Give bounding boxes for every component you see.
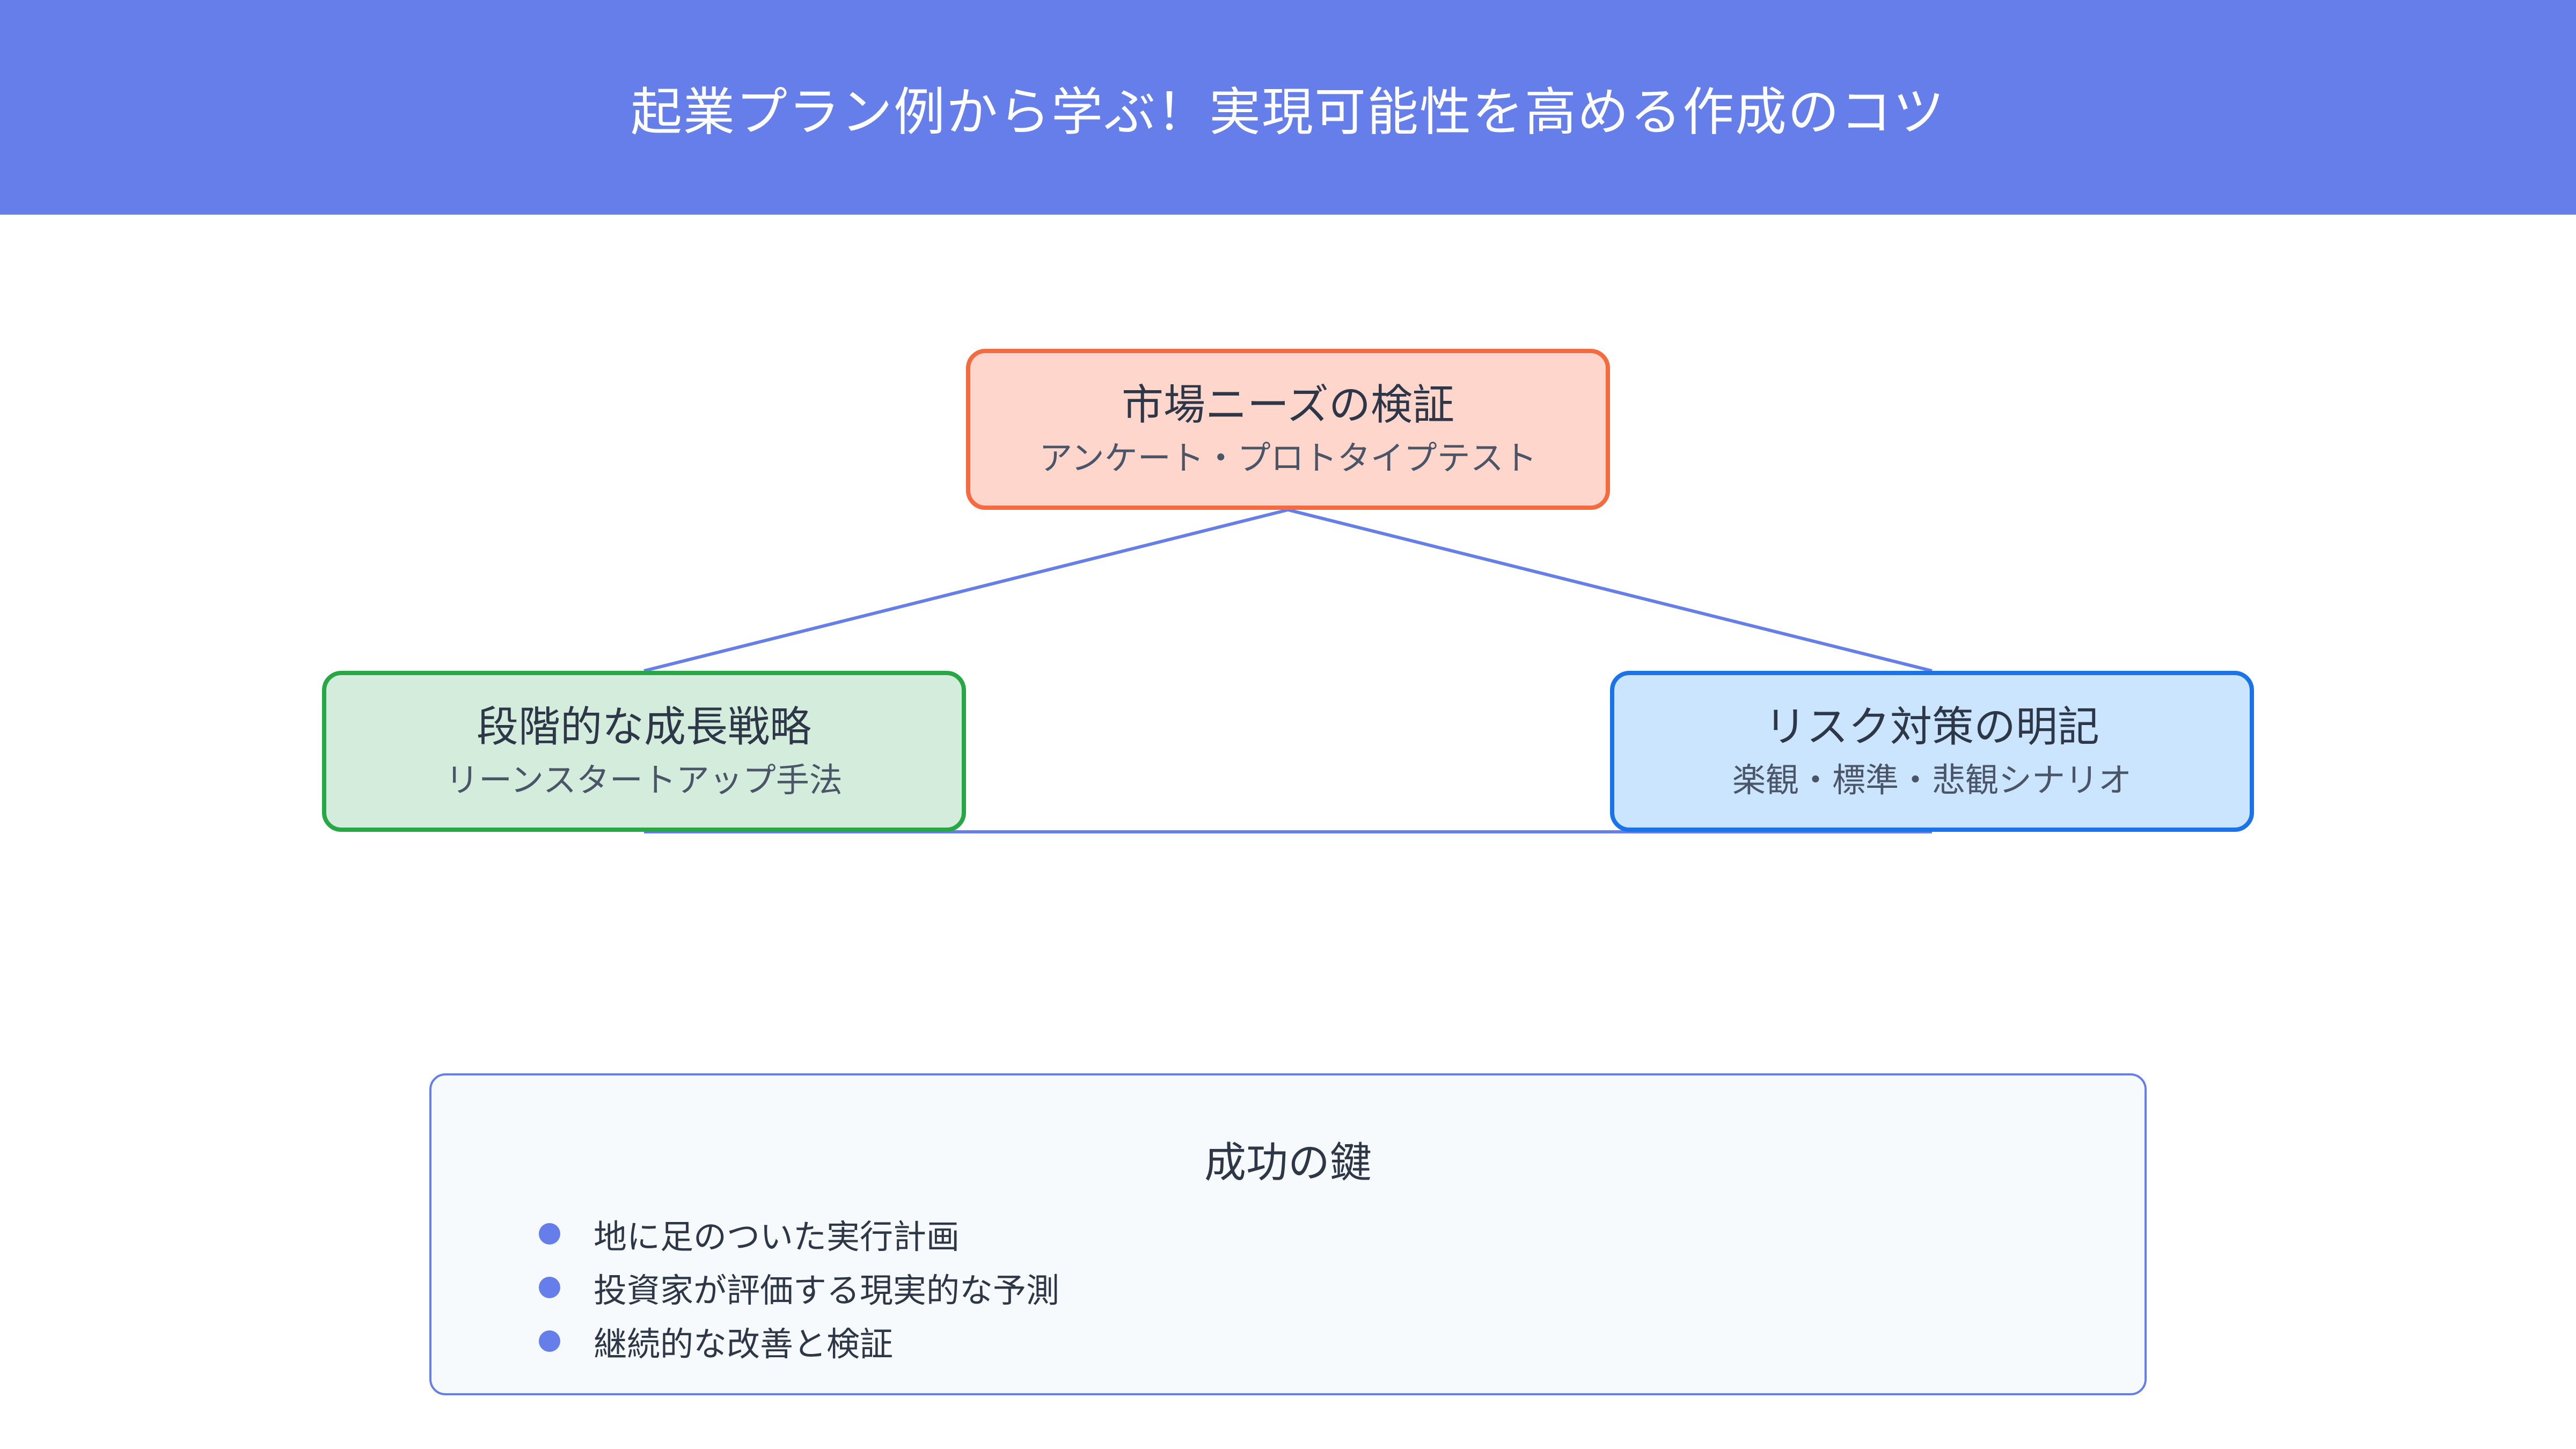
node-title: リスク対策の明記 — [1764, 703, 2099, 751]
list-item: 投資家が評価する現実的な予測 — [539, 1261, 1059, 1314]
success-keys-panel: 成功の鍵 地に足のついた実行計画 投資家が評価する現実的な予測 継続的な改善と検… — [429, 1073, 2147, 1395]
list-item: 地に足のついた実行計画 — [539, 1207, 1059, 1261]
bullet-dot-icon — [539, 1223, 560, 1245]
node-risk-measures: リスク対策の明記 楽観・標準・悲観シナリオ — [1610, 671, 2254, 832]
node-subtitle: アンケート・プロトタイプテスト — [1039, 438, 1537, 478]
list-item-label: 継続的な改善と検証 — [594, 1324, 894, 1364]
connector-top-right — [1287, 508, 1933, 672]
node-market-validation: 市場ニーズの検証 アンケート・プロトタイプテスト — [966, 349, 1610, 510]
node-growth-strategy: 段階的な成長戦略 リーンスタートアップ手法 — [322, 671, 966, 832]
bullet-dot-icon — [539, 1330, 560, 1352]
bullet-dot-icon — [539, 1277, 560, 1298]
list-item-label: 地に足のついた実行計画 — [594, 1217, 960, 1256]
page-title: 起業プラン例から学ぶ！実現可能性を高める作成のコツ — [631, 82, 1945, 142]
success-keys-title: 成功の鍵 — [1204, 1139, 1372, 1187]
success-keys-list: 地に足のついた実行計画 投資家が評価する現実的な予測 継続的な改善と検証 — [539, 1207, 1059, 1368]
list-item: 継続的な改善と検証 — [539, 1314, 1059, 1368]
connector-top-left — [643, 508, 1289, 672]
list-item-label: 投資家が評価する現実的な予測 — [594, 1271, 1060, 1310]
header-bar: 起業プラン例から学ぶ！実現可能性を高める作成のコツ — [0, 0, 2576, 215]
node-title: 段階的な成長戦略 — [476, 703, 811, 751]
node-title: 市場ニーズの検証 — [1121, 381, 1455, 429]
node-subtitle: 楽観・標準・悲観シナリオ — [1732, 760, 2132, 800]
node-subtitle: リーンスタートアップ手法 — [445, 760, 843, 800]
